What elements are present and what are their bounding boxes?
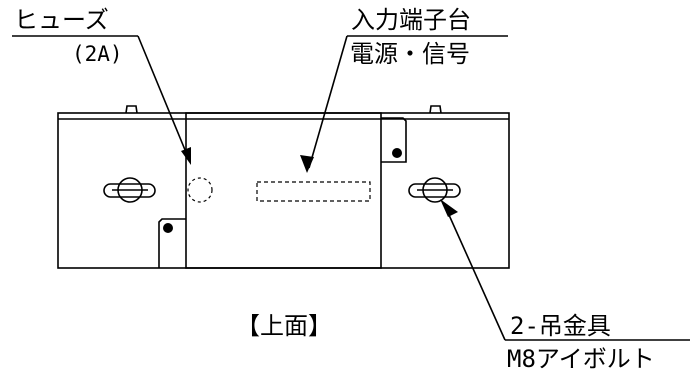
eyebolt-right-slot: [408, 183, 461, 198]
drawing-lines: [12, 35, 690, 341]
fuse-leader: [137, 35, 191, 163]
top-flange-right: [429, 105, 442, 114]
screw-right: [392, 148, 402, 158]
fuse-label: ヒューズ: [14, 6, 109, 34]
top-view-label: 【上面】: [236, 312, 332, 340]
center-cover: [185, 112, 382, 269]
hanger-label: 2-吊金具: [510, 312, 611, 340]
terminal-leader: [308, 35, 348, 169]
bracket-right: [381, 117, 407, 163]
screw-left: [163, 223, 173, 233]
bracket-left: [158, 218, 186, 268]
terminal-arrowhead: [300, 155, 314, 173]
fuse-outline: [187, 177, 213, 203]
input-terminal-label: 入力端子台: [351, 6, 471, 34]
terminal-use-label: 電源・信号: [350, 40, 470, 68]
eyebolt-label: M8アイボルト: [507, 345, 655, 373]
eyebolt-left-slot: [103, 183, 156, 198]
eyebolt-arrowhead: [440, 199, 458, 217]
eyebolt-leader: [444, 205, 506, 341]
fuse-arrowhead: [181, 147, 191, 165]
fuse-rating-label: (2A): [72, 42, 123, 66]
terminal-block-outline: [256, 181, 371, 202]
top-flange-left: [125, 105, 138, 114]
